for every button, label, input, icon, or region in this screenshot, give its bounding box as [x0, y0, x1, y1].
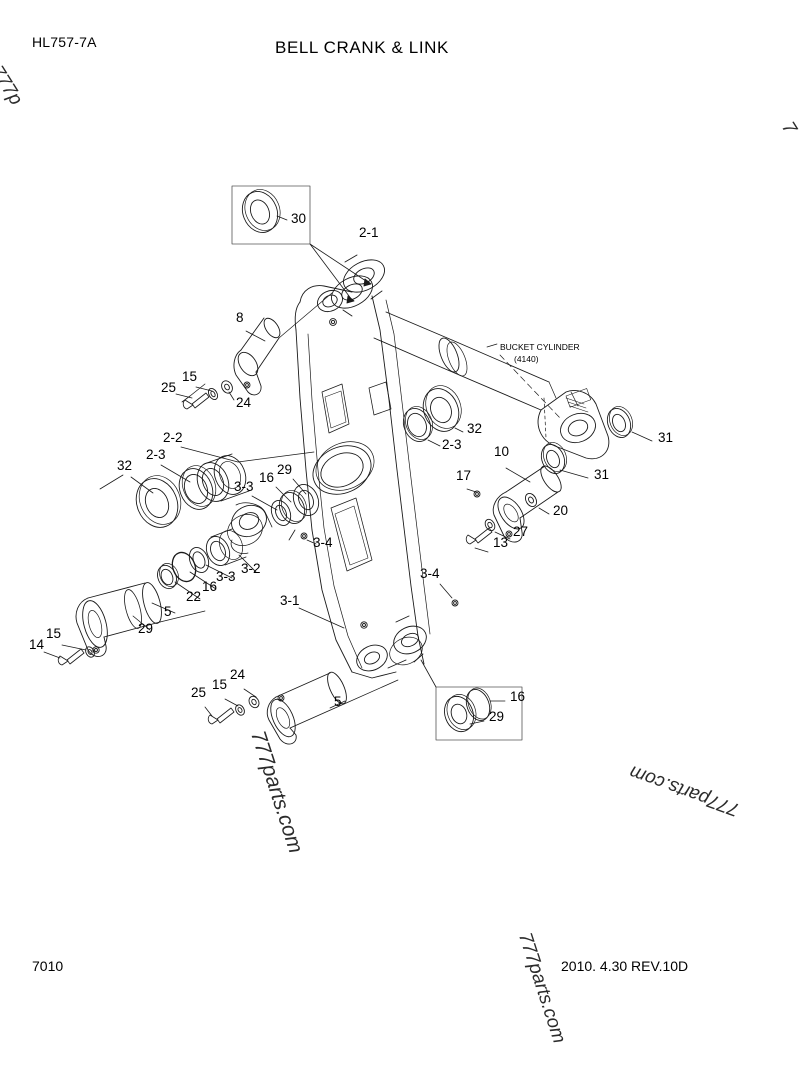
bell-crank-body: [294, 254, 431, 679]
link-bushing-set: [227, 478, 320, 555]
callout-29-c: 29: [489, 709, 504, 724]
callout-15-b: 15: [46, 626, 61, 641]
callout-3-4-a: 3-4: [313, 535, 333, 550]
part-32-dust-seal-right: [422, 385, 462, 432]
bushing-set-left: [130, 446, 315, 528]
callout-2-3-b: 2-3: [442, 437, 462, 452]
part-5-pin-bottom: [266, 671, 399, 745]
callout-14: 14: [29, 637, 45, 652]
misc-leaders: [99, 474, 459, 629]
bucket-cylinder: [373, 311, 653, 479]
callout-24-a: 24: [236, 395, 252, 410]
callout-24-b: 24: [230, 667, 246, 682]
callout-30: 30: [291, 211, 306, 226]
callout-13: 13: [493, 535, 508, 550]
callout-25-b: 25: [191, 685, 206, 700]
callout-2-1: 2-1: [359, 225, 379, 240]
callout-5-b: 5: [334, 694, 342, 709]
callout-32-b: 32: [467, 421, 482, 436]
part-8-pin: [233, 292, 333, 396]
part-2-3-seal-ring: [178, 465, 217, 510]
part-30-shim: [241, 189, 281, 233]
callout-2-2: 2-2: [163, 430, 183, 445]
fastener-group-upper-left: [175, 380, 235, 410]
callout-3-1: 3-1: [280, 593, 300, 608]
callout-labels: 30 2-1 8 25 15 24 2-2 2-3 32 32 2-3 29 1…: [29, 211, 673, 724]
callout-3-4-b: 3-4: [420, 566, 440, 581]
callout-32-a: 32: [117, 458, 132, 473]
part-22-ring: [157, 563, 179, 590]
callout-20: 20: [553, 503, 568, 518]
callout-16-b: 16: [202, 579, 217, 594]
fastener-group-bottom: [204, 688, 260, 725]
detail-box-bottom: [420, 659, 523, 741]
callout-5-a: 5: [164, 604, 172, 619]
callout-17: 17: [456, 468, 471, 483]
page-title: BELL CRANK & LINK: [275, 38, 449, 57]
callout-3-2-a: 3-2: [241, 561, 261, 576]
callout-15-c: 15: [212, 677, 227, 692]
model-number: HL757-7A: [32, 34, 97, 50]
callout-29-b: 29: [138, 621, 153, 636]
part-5-pin-left: [75, 582, 206, 657]
callout-16-c: 16: [510, 689, 525, 704]
fastener-group-lower-left: [43, 644, 95, 666]
cylinder-code-label: (4140): [514, 354, 539, 364]
part-16-o-ring: [465, 687, 492, 721]
part-10-pin-right: [465, 465, 562, 553]
callout-10: 10: [494, 444, 509, 459]
callout-8: 8: [236, 310, 244, 325]
callout-16-a: 16: [259, 470, 274, 485]
part-2-3-seal-ring-right: [402, 406, 433, 442]
part-2-2-bushing: [196, 453, 250, 502]
callout-2-3-a: 2-3: [146, 447, 166, 462]
part-32-dust-seal: [135, 475, 182, 528]
part-3-3-seal-ring: [188, 547, 210, 573]
callout-15-a: 15: [182, 369, 197, 384]
revision-stamp: 2010. 4.30 REV.10D: [561, 958, 689, 974]
part-3-2-bushing: [205, 528, 247, 566]
cylinder-name-label: BUCKET CYLINDER: [500, 342, 580, 352]
lower-link-bushing-set: [157, 528, 257, 600]
ring-set-right: [402, 385, 464, 447]
callout-29-a: 29: [277, 462, 292, 477]
page-number: 7010: [32, 958, 64, 974]
callout-22: 22: [186, 589, 201, 604]
callout-31-a: 31: [594, 467, 609, 482]
part-29-dust-seal: [444, 694, 477, 733]
detail-box-top: [231, 185, 372, 304]
callout-31-b: 31: [658, 430, 673, 445]
callout-3-3-b: 3-3: [216, 569, 236, 584]
callout-27: 27: [513, 524, 528, 539]
callout-25-a: 25: [161, 380, 176, 395]
callout-3-3-a: 3-3: [234, 479, 254, 494]
